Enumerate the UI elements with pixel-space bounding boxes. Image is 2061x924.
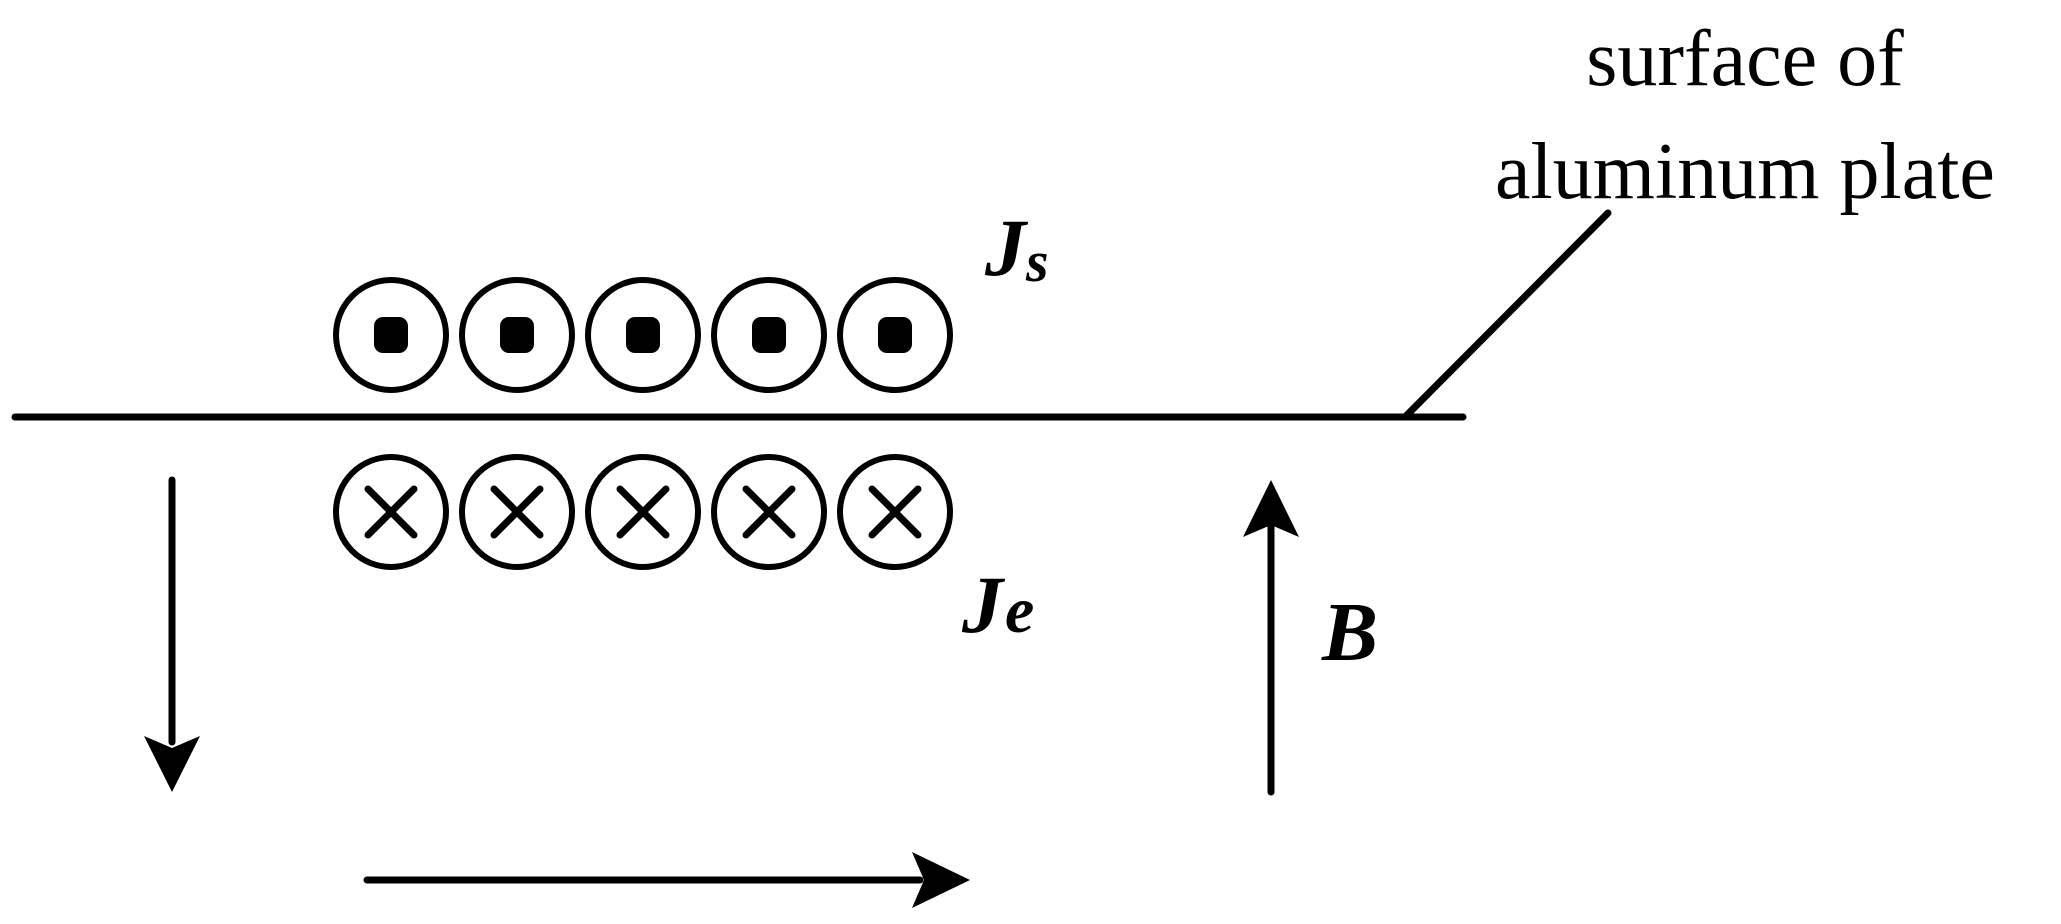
marker-circle xyxy=(333,454,449,570)
marker-circle xyxy=(837,454,953,570)
right-arrow xyxy=(363,852,970,908)
dot-icon xyxy=(500,317,534,353)
b-field-arrow xyxy=(1243,480,1299,796)
dot-icon xyxy=(752,317,786,353)
dot-icon xyxy=(374,317,408,353)
dot-icon xyxy=(626,317,660,353)
je-label-main: J xyxy=(961,559,1006,650)
inward-current-row xyxy=(333,454,953,570)
inward-current-marker xyxy=(459,454,575,570)
surface-label-line2: aluminum plate xyxy=(1495,128,1995,216)
label-leader-line xyxy=(1401,209,1612,421)
inward-current-marker xyxy=(711,454,827,570)
inward-current-marker xyxy=(585,454,701,570)
b-field-label: B xyxy=(1321,586,1378,679)
cross-icon xyxy=(490,485,544,539)
dot-icon xyxy=(878,317,912,353)
marker-circle xyxy=(333,277,449,393)
marker-circle xyxy=(585,277,701,393)
cross-icon xyxy=(742,485,796,539)
marker-circle xyxy=(711,454,827,570)
je-label: Je xyxy=(961,559,1034,650)
outward-current-marker xyxy=(711,277,827,393)
outward-current-marker xyxy=(837,277,953,393)
outward-current-marker xyxy=(585,277,701,393)
inward-current-marker xyxy=(333,454,449,570)
surface-label-line1: surface of xyxy=(1586,15,1904,103)
cross-icon xyxy=(364,485,418,539)
outward-current-marker xyxy=(333,277,449,393)
down-arrow-head xyxy=(144,736,200,792)
cross-icon xyxy=(868,485,922,539)
inward-current-marker xyxy=(837,454,953,570)
outward-current-marker xyxy=(459,277,575,393)
js-label-sub: s xyxy=(1025,229,1049,294)
marker-circle xyxy=(585,454,701,570)
down-arrow xyxy=(144,476,200,792)
je-label-sub: e xyxy=(1005,574,1034,647)
marker-circle xyxy=(459,277,575,393)
js-label-main: J xyxy=(984,202,1029,293)
marker-circle xyxy=(837,277,953,393)
marker-circle xyxy=(711,277,827,393)
right-arrow-head xyxy=(912,852,970,908)
js-label: Js xyxy=(984,202,1049,294)
cross-icon xyxy=(616,485,670,539)
outward-current-row xyxy=(333,277,953,393)
b-field-arrow-head xyxy=(1243,480,1299,537)
marker-circle xyxy=(459,454,575,570)
